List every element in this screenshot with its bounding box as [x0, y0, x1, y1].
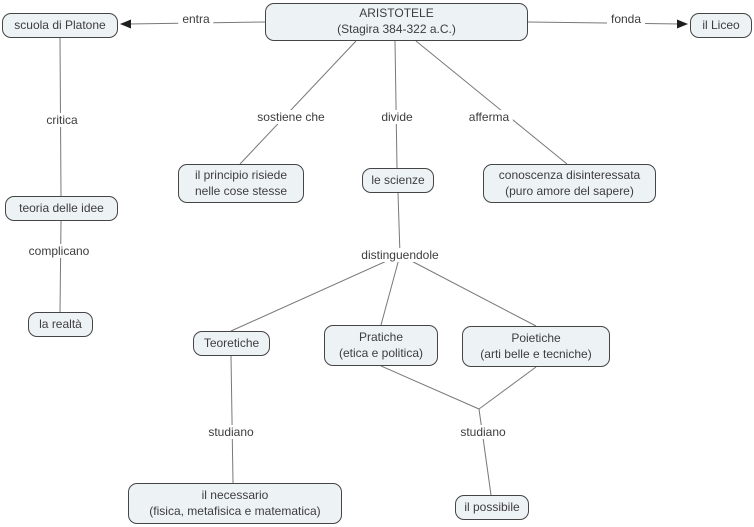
node-il-possibile-label: il possibile — [464, 499, 520, 514]
node-aristotele[interactable]: ARISTOTELE (Stagira 384-322 a.C.) — [265, 3, 528, 41]
node-aristotele-title: ARISTOTELE — [359, 6, 434, 21]
node-conoscenza-line2: (puro amore del sapere) — [505, 183, 634, 198]
node-la-realta-label: la realtà — [39, 316, 82, 331]
line-aristotele-conoscenza — [415, 40, 568, 165]
node-scuola-di-platone-label: scuola di Platone — [14, 17, 106, 32]
node-pratiche-line2: (etica e politica) — [338, 345, 424, 360]
line-junction-possibile — [478, 408, 492, 496]
node-il-necessario[interactable]: il necessario (fisica, metafisica e mate… — [128, 483, 342, 524]
line-poietiche-junction — [478, 366, 537, 410]
node-principio[interactable]: il principio risiede nelle cose stesse — [178, 164, 304, 203]
node-la-realta[interactable]: la realtà — [28, 312, 93, 337]
node-aristotele-subtitle: (Stagira 384-322 a.C.) — [337, 22, 456, 36]
link-label-studiano-right[interactable]: studiano — [456, 425, 510, 439]
node-il-possibile[interactable]: il possibile — [455, 495, 529, 520]
node-scuola-di-platone[interactable]: scuola di Platone — [2, 13, 118, 38]
line-teoretiche-necessario — [230, 355, 234, 484]
link-label-distinguendole[interactable]: distinguendole — [357, 248, 443, 262]
node-poietiche[interactable]: Poietiche (arti belle e tecniche) — [462, 326, 610, 367]
node-principio-line2: nelle cose stesse — [194, 183, 288, 198]
node-teoria-delle-idee[interactable]: teoria delle idee — [5, 196, 118, 221]
node-principio-line1: il principio risiede — [194, 167, 288, 182]
node-poietiche-line2: (arti belle e tecniche) — [480, 346, 592, 361]
line-aristotele-principio — [239, 40, 357, 165]
node-il-necessario-line2: (fisica, metafisica e matematica) — [149, 503, 321, 518]
node-pratiche-line1: Pratiche — [358, 329, 404, 344]
link-label-studiano-left[interactable]: studiano — [204, 425, 258, 439]
arrowhead-left — [120, 19, 131, 29]
link-label-divide[interactable]: divide — [377, 110, 417, 124]
node-teoretiche-label: Teoretiche — [203, 335, 260, 350]
line-aristotele-scienze — [394, 40, 398, 169]
link-label-fonda[interactable]: fonda — [606, 12, 646, 26]
line-pratiche-junction — [380, 365, 480, 410]
link-label-sostiene-che[interactable]: sostiene che — [253, 110, 329, 124]
line-junction-poietiche — [399, 254, 537, 327]
line-scienze-junction — [397, 192, 401, 256]
node-il-necessario-line1: il necessario — [201, 487, 269, 502]
line-aristotele-liceo — [527, 21, 682, 25]
node-le-scienze-label: le scienze — [371, 172, 425, 187]
node-il-liceo-label: il Liceo — [702, 17, 740, 32]
node-conoscenza[interactable]: conoscenza disinteressata (puro amore de… — [483, 164, 656, 203]
node-poietiche-line1: Poietiche — [511, 330, 561, 345]
node-conoscenza-line1: conoscenza disinteressata — [498, 167, 641, 182]
link-label-entra[interactable]: entra — [178, 12, 214, 26]
link-label-afferma[interactable]: afferma — [464, 110, 514, 124]
node-il-liceo[interactable]: il Liceo — [690, 13, 752, 38]
node-teoretiche[interactable]: Teoretiche — [193, 331, 270, 356]
arrowhead-right — [677, 19, 688, 29]
line-teoria-realta — [59, 220, 62, 313]
link-label-complicano[interactable]: complicano — [24, 244, 94, 258]
line-junction-pratiche — [380, 254, 401, 326]
node-le-scienze[interactable]: le scienze — [362, 168, 434, 193]
line-junction-teoretiche — [230, 254, 401, 332]
node-teoria-delle-idee-label: teoria delle idee — [19, 200, 104, 215]
node-pratiche[interactable]: Pratiche (etica e politica) — [324, 325, 438, 366]
link-label-critica[interactable]: critica — [42, 113, 82, 127]
